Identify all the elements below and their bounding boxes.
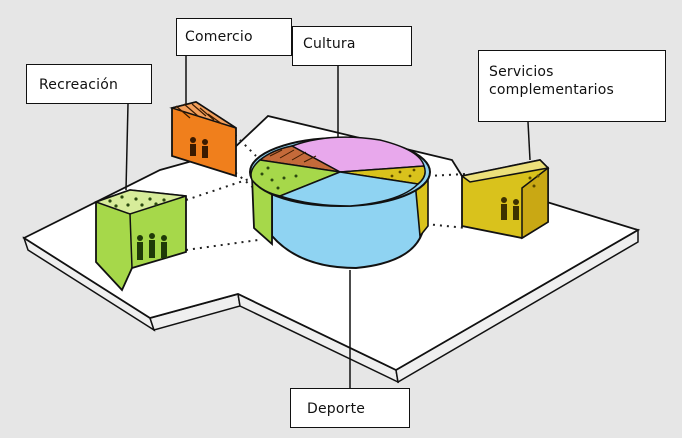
recreacion-label: Recreación	[26, 64, 152, 104]
comercio-label: Comercio	[176, 18, 292, 56]
cultura-label: Cultura	[292, 26, 412, 66]
central-cylinder	[249, 136, 431, 270]
deporte-wedge	[277, 171, 420, 207]
deporte-label: Deporte	[290, 388, 410, 428]
recreacion-block	[93, 189, 187, 292]
servicios-label-line1: Servicios	[489, 64, 554, 80]
leader-lines	[125, 56, 531, 388]
comercio-block	[169, 101, 237, 178]
servicios-label-line2: complementarios	[489, 82, 614, 98]
recreacion-wedge	[250, 159, 343, 197]
servicios-label: Servicios complementarios	[478, 50, 666, 122]
servicios-block	[460, 159, 550, 240]
